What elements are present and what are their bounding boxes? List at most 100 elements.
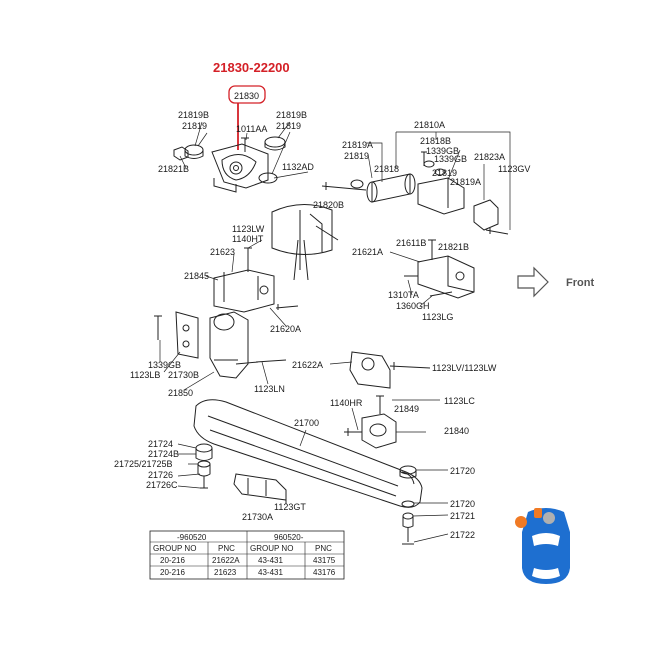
label-21819a[interactable]: 21819A (342, 140, 373, 150)
label-21840[interactable]: 21840 (444, 426, 469, 436)
bushing-stack-21720 (399, 465, 417, 545)
label-21821b[interactable]: 21821B (438, 242, 469, 252)
table-cell[interactable]: 21623 (214, 568, 237, 577)
label-21820b[interactable]: 21820B (313, 200, 344, 210)
table-header: PNC (315, 544, 332, 553)
front-arrow-icon (517, 266, 549, 298)
label-21611b[interactable]: 21611B (396, 238, 426, 248)
label-21730a[interactable]: 21730A (242, 512, 273, 522)
car-location-icon (515, 508, 570, 584)
bracket-21622a[interactable] (349, 351, 431, 389)
label-1360gh[interactable]: 1360GH (396, 301, 430, 311)
label-21726c[interactable]: 21726C (146, 480, 178, 490)
label-21823a[interactable]: 21823A (474, 152, 505, 162)
label-21850[interactable]: 21850 (168, 388, 193, 398)
bracket-21730a[interactable] (233, 473, 287, 504)
label-1123lg[interactable]: 1123LG (422, 312, 453, 322)
bracket-21621a[interactable] (417, 255, 475, 299)
label-21721[interactable]: 21721 (450, 511, 475, 521)
bolt-1011aa (241, 137, 249, 152)
label-21849[interactable]: 21849 (394, 404, 419, 414)
mount-bushing-21818 (366, 173, 416, 203)
label-21622a[interactable]: 21622A (292, 360, 323, 370)
washer-21819-bottom (258, 172, 278, 184)
bracket-21823a[interactable] (417, 177, 499, 231)
label-1339gb[interactable]: 1339GB (434, 154, 467, 164)
label-1140hr[interactable]: 1140HR (330, 398, 363, 408)
label-21724[interactable]: 21724 (148, 439, 173, 449)
table-header: PNC (218, 544, 235, 553)
label-21821b[interactable]: 21821B (158, 164, 189, 174)
label-1123gt[interactable]: 1123GT (274, 502, 306, 512)
bracket-21623[interactable] (213, 269, 275, 313)
bolt-1123gv (485, 228, 509, 235)
variant-table: -960520 960520- GROUP NO PNC GROUP NO PN… (149, 530, 345, 580)
label-1123lc[interactable]: 1123LC (444, 396, 475, 406)
table-cell: 43175 (313, 556, 336, 565)
label-1140ht[interactable]: 1140HT (232, 234, 264, 244)
front-label: Front (566, 277, 594, 289)
washer-21819-right (264, 136, 286, 151)
label-1123lb[interactable]: 1123LB (130, 370, 160, 380)
label-21621a[interactable]: 21621A (352, 247, 383, 257)
label-21620a[interactable]: 21620A (270, 324, 301, 334)
callout-box (228, 85, 266, 104)
highlight-part-number[interactable]: 21830-22200 (213, 60, 290, 75)
bracket-21730b[interactable] (175, 311, 199, 359)
table-cell: 20-216 (160, 556, 185, 565)
label-1339gb[interactable]: 1339GB (426, 146, 459, 156)
label-21724b[interactable]: 21724B (148, 449, 179, 459)
label-1123lv-lw[interactable]: 1123LV/1123LW (432, 363, 497, 373)
label-21818[interactable]: 21818 (374, 164, 399, 174)
label-21819[interactable]: 21819 (432, 168, 457, 178)
washers-21819a (421, 151, 446, 176)
table-cell: 20-216 (160, 568, 185, 577)
table-period-right: 960520- (274, 533, 304, 542)
label-21623[interactable]: 21623 (210, 247, 235, 257)
table-cell[interactable]: 21622A (212, 556, 240, 565)
label-21819b[interactable]: 21819B (178, 110, 209, 120)
label-1123gv[interactable]: 1123GV (498, 164, 530, 174)
label-21819[interactable]: 21819 (276, 121, 301, 131)
bushing-stack-21724 (195, 443, 213, 489)
table-cell: 43176 (313, 568, 336, 577)
label-21725-21725b[interactable]: 21725/21725B (114, 459, 173, 469)
label-1123ln[interactable]: 1123LN (254, 384, 285, 394)
label-21819[interactable]: 21819 (344, 151, 369, 161)
label-21818b[interactable]: 21818B (420, 136, 451, 146)
label-21722[interactable]: 21722 (450, 530, 475, 540)
label-21819a[interactable]: 21819A (450, 177, 481, 187)
label-21726[interactable]: 21726 (148, 470, 173, 480)
bolt-21845 (244, 247, 299, 310)
mount-21840[interactable] (344, 395, 397, 449)
label-1011aa[interactable]: 1011AA (236, 124, 267, 134)
label-1123lw[interactable]: 1123LW (232, 224, 265, 234)
washer-21819-left (184, 144, 204, 159)
bolt-21820b (321, 179, 367, 191)
nut-21821b-left (173, 146, 189, 161)
callout-label[interactable]: 21830 (234, 91, 259, 101)
label-21810a[interactable]: 21810A (414, 120, 445, 130)
crossmember-21700[interactable] (193, 399, 423, 508)
label-21700[interactable]: 21700 (294, 418, 319, 428)
table-cell: 43-431 (258, 568, 283, 577)
label-21819b[interactable]: 21819B (276, 110, 307, 120)
label-21720[interactable]: 21720 (450, 466, 475, 476)
bolt-21611b (404, 239, 453, 297)
label-1339gb[interactable]: 1339GB (148, 360, 181, 370)
mount-21850[interactable] (209, 311, 249, 379)
table-cell: 43-431 (258, 556, 283, 565)
label-21720[interactable]: 21720 (450, 499, 475, 509)
bolts-1123lb (154, 315, 287, 365)
transmission-shaft (271, 204, 339, 281)
engine-mount-21830[interactable] (211, 143, 269, 193)
label-1132ad[interactable]: 1132AD (282, 162, 314, 172)
label-1310ta[interactable]: 1310TA (388, 290, 419, 300)
label-21730b[interactable]: 21730B (168, 370, 199, 380)
label-21845[interactable]: 21845 (184, 271, 209, 281)
label-21819[interactable]: 21819 (182, 121, 207, 131)
table-period-left: -960520 (177, 533, 207, 542)
table-header: GROUP NO (153, 544, 196, 553)
